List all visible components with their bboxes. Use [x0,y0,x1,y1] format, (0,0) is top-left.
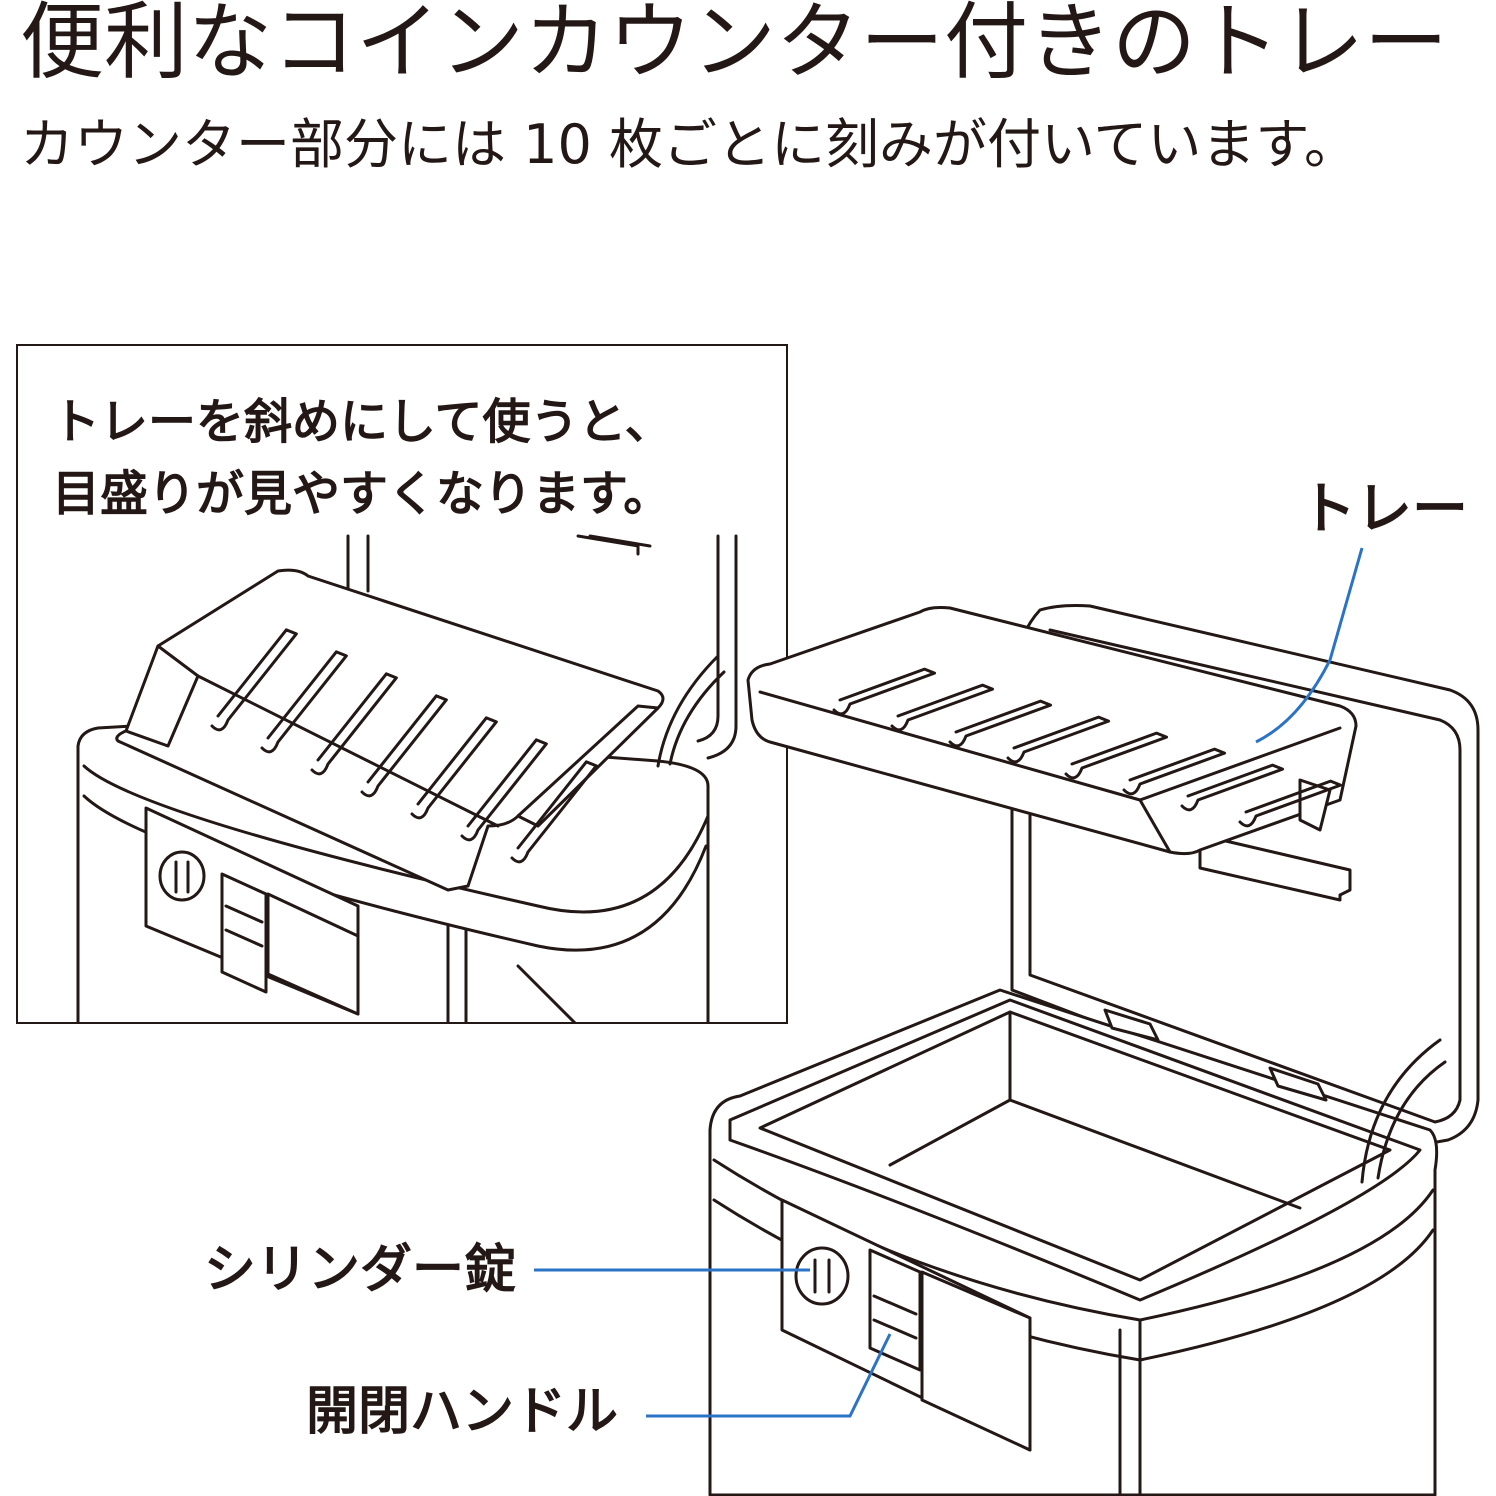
tray-fin [510,760,598,864]
tray-fin [260,650,348,754]
tray-fin [832,667,937,716]
page-subtitle: カウンター部分には 10 枚ごとに刻みが付いています。 [20,113,1359,176]
tray-fin [210,628,298,732]
inset-illustration [76,534,738,1022]
handle-leader-line [646,1333,892,1418]
handle-shape [868,1248,922,1372]
tray-fin [1238,779,1343,828]
tray-fin [410,716,498,820]
tray-fin [1064,731,1169,780]
cylinder-lock-shape [794,1246,850,1306]
tray-fin [1180,763,1285,812]
inset-panel: トレーを斜めにして使うと、 目盛りが見やすくなります。 [16,344,788,1024]
page-title: 便利なコインカウンター付きのトレー [20,0,1449,91]
tray-fin [360,694,448,798]
inset-caption-line-2: 目盛りが見やすくなります。 [52,466,672,522]
tray-fin [310,672,398,776]
tray-leader-line [1255,547,1364,744]
handle-callout: 開閉ハンドル [306,1382,619,1442]
tray-callout: トレー [1300,477,1468,542]
tray-fin [1122,747,1227,796]
tray-fin [890,683,995,732]
inset-caption-line-1: トレーを斜めにして使うと、 [52,394,673,450]
tray-fin [948,699,1053,748]
inset-caption: トレーを斜めにして使うと、 目盛りが見やすくなります。 [52,386,673,530]
tray-fin [1006,715,1111,764]
tray-fin [460,738,548,842]
cylinder-lock-callout: シリンダー錠 [204,1240,517,1300]
